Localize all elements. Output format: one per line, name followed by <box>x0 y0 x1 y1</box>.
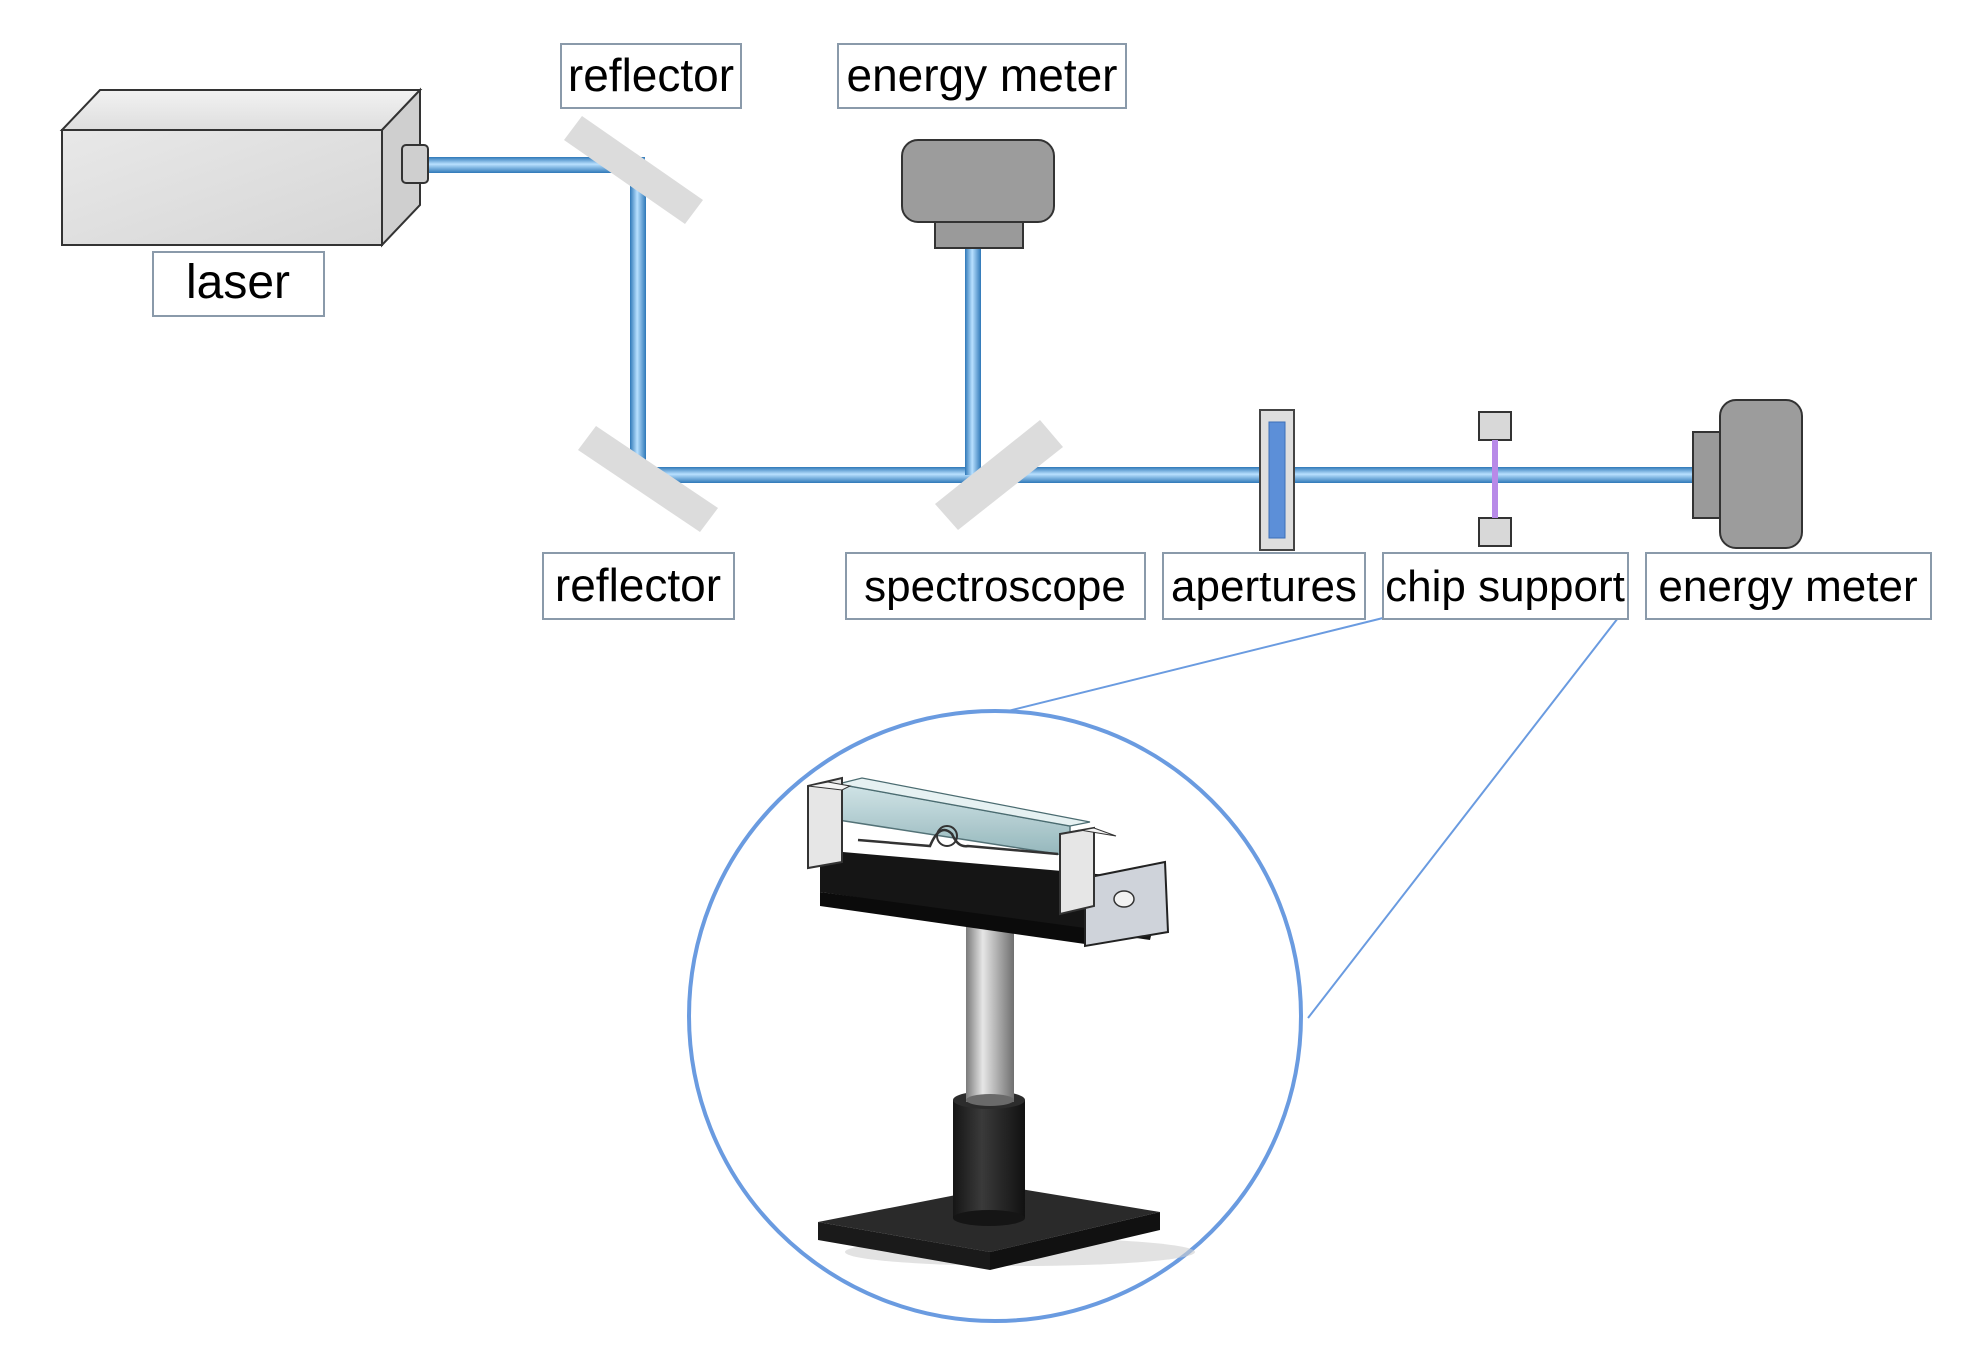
label-reflector-top-text: reflector <box>568 49 734 101</box>
laser-output-port <box>401 144 429 184</box>
reflector-top-mirror <box>564 116 703 224</box>
laser-device <box>59 87 429 248</box>
beam-laser-to-reflector <box>425 157 645 173</box>
label-energy-meter-top-text: energy meter <box>846 49 1117 101</box>
label-energy-meter-top: energy meter <box>837 43 1127 109</box>
label-reflector-bottom: reflector <box>542 552 735 620</box>
beam-paths <box>425 157 1698 483</box>
beam-main-horizontal <box>638 467 1698 483</box>
chip-support-device <box>1478 411 1512 547</box>
label-chip-support-text: chip support <box>1385 562 1625 611</box>
label-laser-text: laser <box>186 256 290 309</box>
label-apertures-text: apertures <box>1171 562 1357 611</box>
label-apertures: apertures <box>1162 552 1366 620</box>
label-reflector-bottom-text: reflector <box>555 559 721 611</box>
chip-channel-line <box>1492 440 1498 518</box>
labels: laser reflector energy meter reflector s… <box>152 43 1932 620</box>
beam-spectroscope-up <box>965 245 981 475</box>
energy-meter-top-device <box>901 139 1055 249</box>
label-spectroscope: spectroscope <box>845 552 1146 620</box>
label-laser: laser <box>152 251 325 317</box>
chip-support-3d-illustration <box>807 776 1195 1270</box>
label-energy-meter-right-text: energy meter <box>1658 562 1917 611</box>
energy-meter-right-device <box>1692 399 1803 549</box>
apertures-device <box>1259 409 1295 551</box>
reflector-bottom-mirror <box>578 426 718 532</box>
beam-reflector-down <box>630 165 646 475</box>
label-energy-meter-right: energy meter <box>1645 552 1932 620</box>
label-chip-support: chip support <box>1382 552 1629 620</box>
label-reflector-top: reflector <box>560 43 742 109</box>
spectroscope-splitter <box>935 420 1063 530</box>
label-spectroscope-text: spectroscope <box>864 562 1126 611</box>
